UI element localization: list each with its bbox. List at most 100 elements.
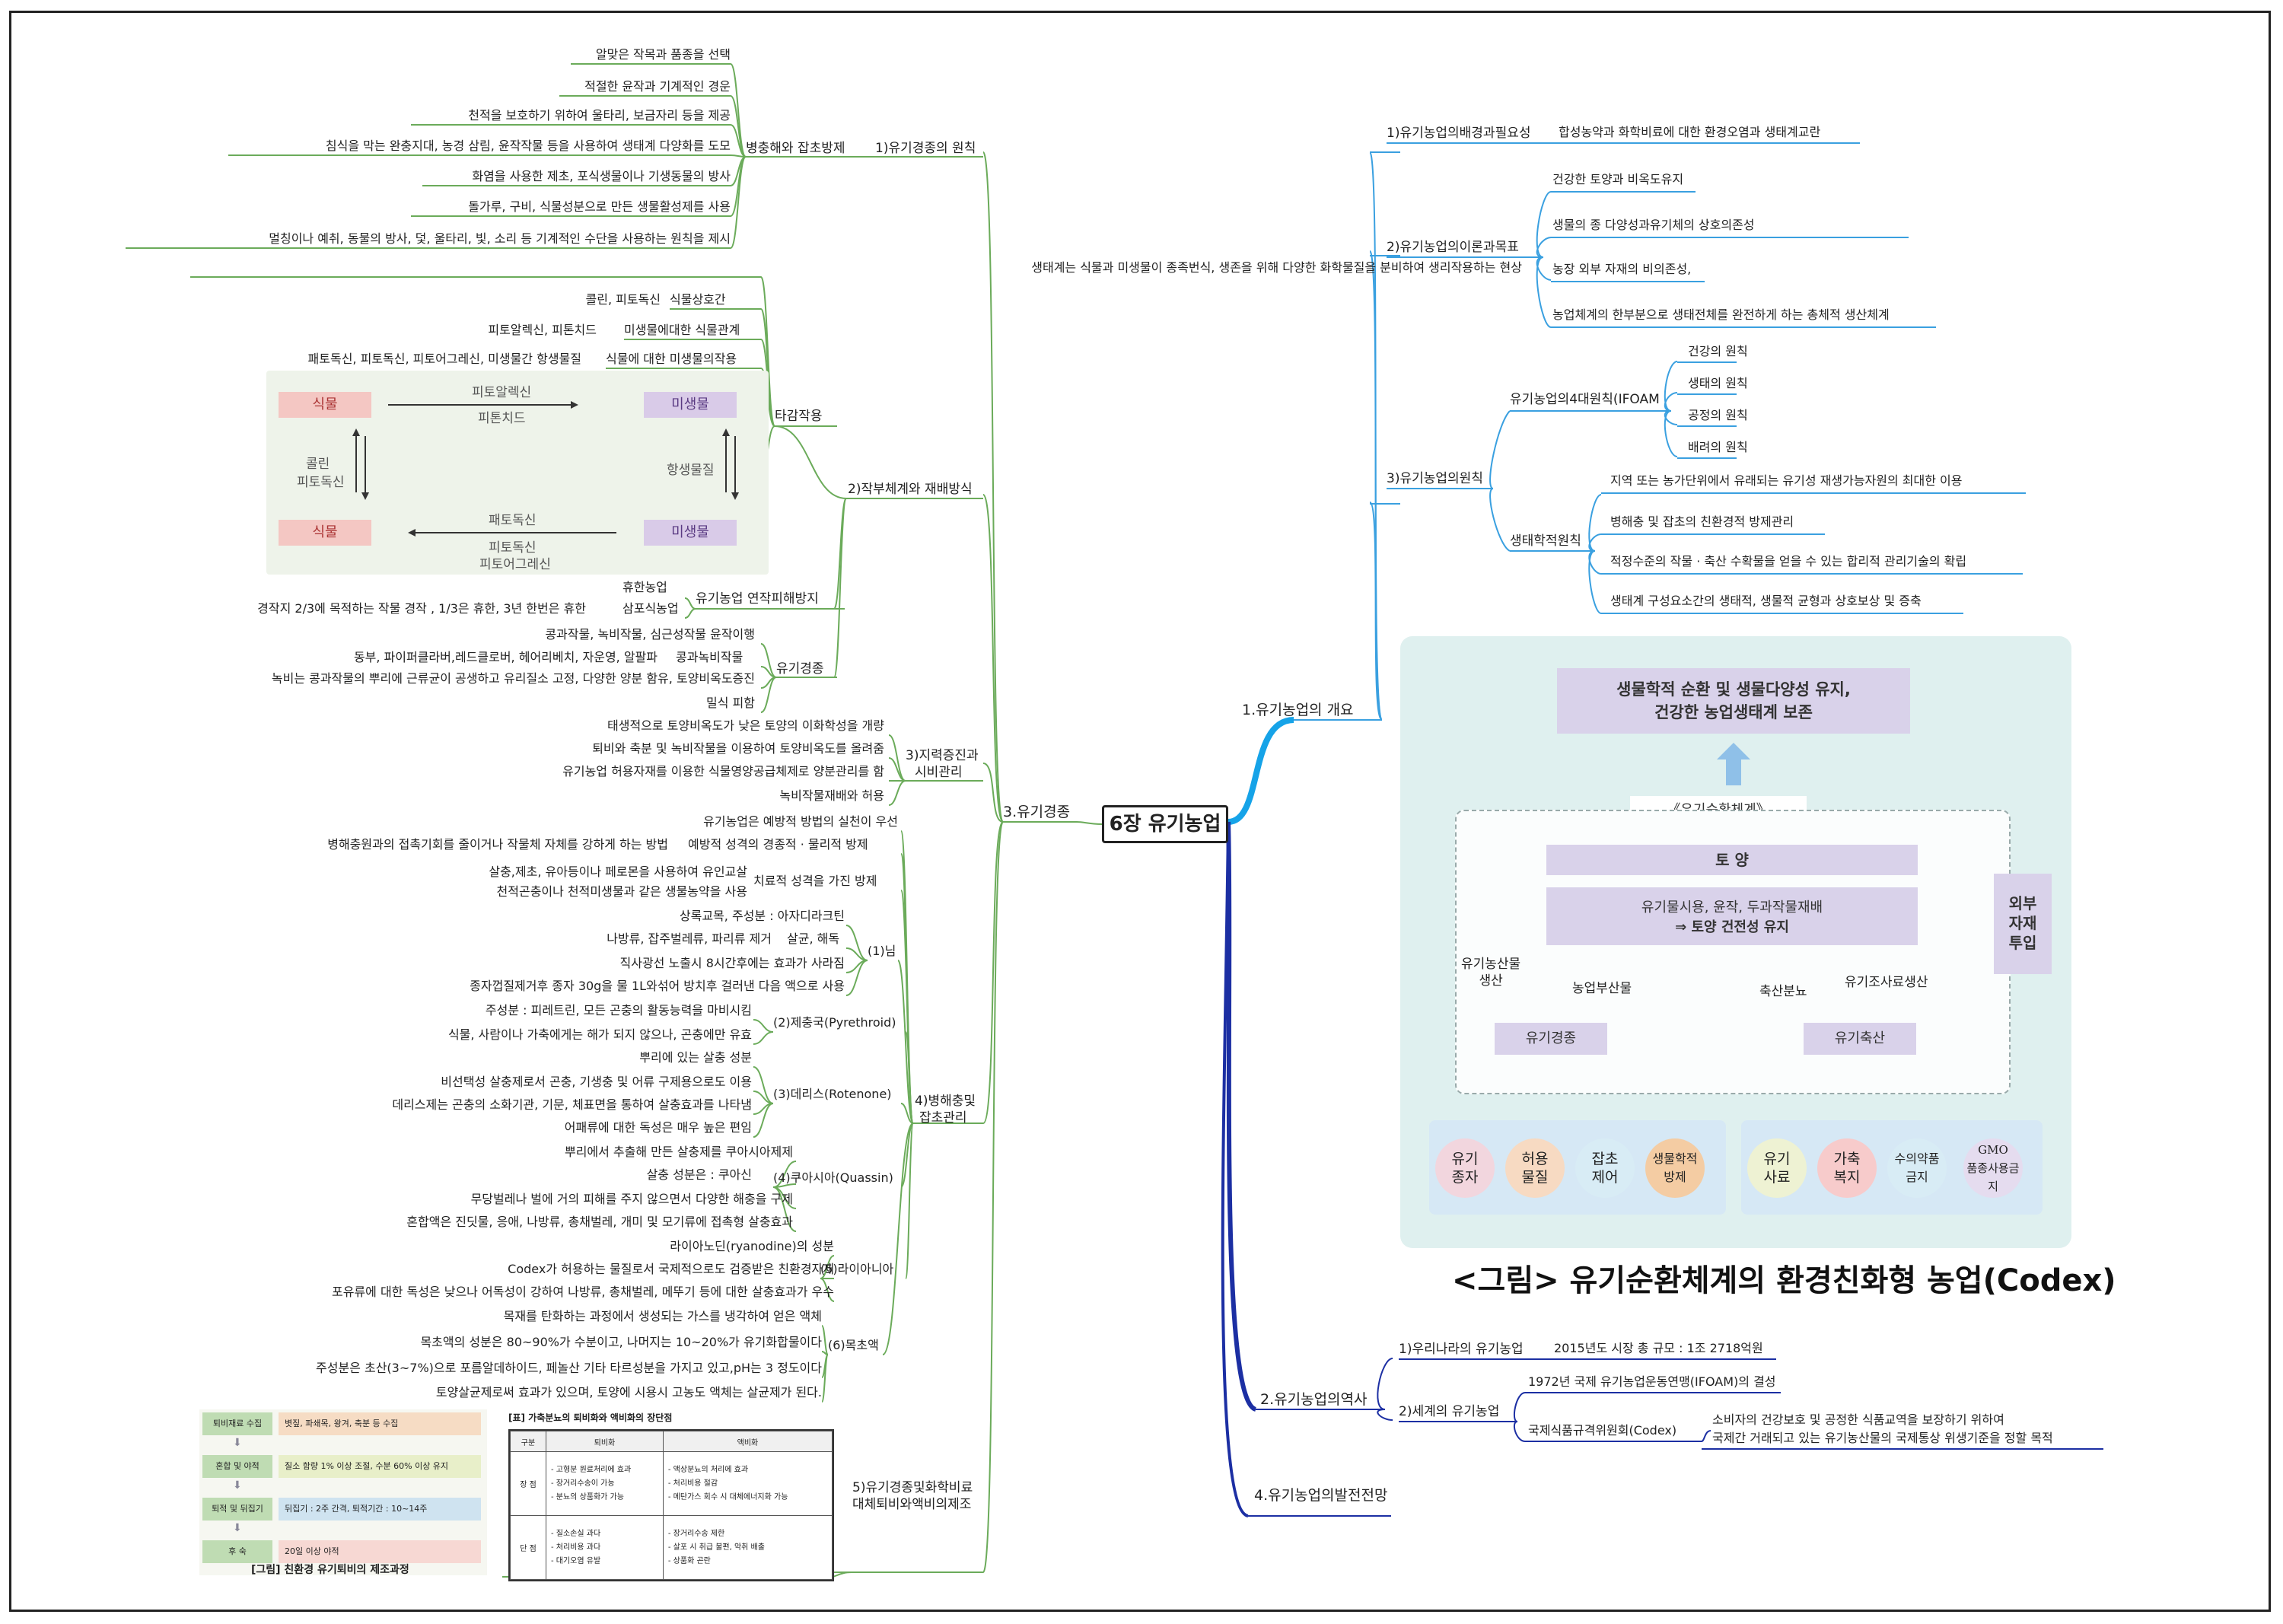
dis-compost-2: - 처리비용 과다: [551, 1543, 601, 1552]
fertility-item-3: 유기농업 허용자재를 이용한 식물영양공급체제로 양분관리를 함: [562, 764, 884, 779]
page-frame: [9, 11, 2271, 1612]
compost-step-1: 퇴비재료 수집: [202, 1412, 272, 1435]
eco-item-2: 병해충 및 잡초의 친환경적 방제관리: [1610, 514, 1794, 529]
node-pest-weed-control[interactable]: 병충해와 잡초방제: [746, 141, 845, 156]
eco-item-4: 생태계 구성요소간의 생태적, 생물적 균형과 상호보상 및 증축: [1610, 594, 1922, 608]
pest-principle-3: 천적을 보호하기 위하여 울타리, 보금자리 등을 제공: [468, 108, 731, 123]
neem-bv: 나방류, 잡주벌레류, 파리류 제거: [607, 931, 772, 946]
avoid-dense: 밀식 피함: [706, 696, 755, 710]
node-continuous-cropping[interactable]: 유기농업 연작피해방지: [696, 591, 819, 607]
allelopathy-diagram: 식물 미생물 식물 미생물 피토알렉신 피톤치드 콜린 피토독신 항생물질 패토…: [266, 371, 769, 575]
pest-principle-5: 화염을 사용한 제초, 포식생물이나 기생동물의 방사: [472, 169, 731, 183]
world-codex[interactable]: 국제식품규격위원회(Codex): [1528, 1423, 1677, 1438]
branch-prospects[interactable]: 4.유기농업의발전전망: [1254, 1487, 1388, 1504]
section-fertilizer-substitute-2: 대체퇴비와액비의제조: [852, 1497, 972, 1512]
wood-c: 주성분은 초산(3~7%)으로 포름알데하이드, 페놀산 기타 타르성분을 가지…: [316, 1361, 822, 1375]
plant-box-top: 식물: [279, 392, 371, 418]
codex-diagram: 생물학적 순환 및 생물다양성 유지, 건강한 농업생태계 보존 《유기순환체계…: [1400, 636, 2071, 1248]
circle-organic-feed: 유기 사료: [1747, 1138, 1807, 1198]
node-theory-goals[interactable]: 2)유기농업의이론과목표: [1387, 240, 1519, 255]
codex-goal: 생물학적 순환 및 생물다양성 유지, 건강한 농업생태계 보존: [1557, 668, 1910, 734]
branch-organic-cultivation[interactable]: 3.유기경종: [1003, 804, 1071, 820]
ifoam-item-4: 배려의 원칙: [1688, 440, 1748, 454]
ifoam-item-1: 건강의 원칙: [1688, 344, 1748, 358]
dis-liquid-1: - 장거리수송 제한: [667, 1529, 725, 1538]
adv-compost-2: - 장거리수송이 가능: [551, 1479, 615, 1488]
wood-b: 목초액의 성분은 80~90%가 수분이고, 나머지는 10~20%가 유기화합…: [420, 1335, 822, 1349]
pest-principle-1: 알맞은 작목과 품종을 선택: [595, 47, 731, 62]
qua-c: 무당벌레나 벌에 거의 피해를 주지 않으면서 다양한 해충을 구제: [470, 1192, 793, 1206]
rotenone-label[interactable]: (3)데리스(Rotenone): [773, 1087, 892, 1101]
node-allelopathy[interactable]: 타감작용: [775, 409, 823, 424]
pest-principle-6: 돌가루, 구비, 식물성분으로 만든 생물활성제를 사용: [468, 199, 731, 214]
compost-caption: [그림] 친환경 유기퇴비의 제조과정: [251, 1564, 409, 1576]
soil-mgmt-line1: 유기물시용, 윤작, 두과작물재배: [1641, 900, 1823, 915]
codex-soil-management: 유기물시용, 윤작, 두과작물재배 ⇒ 토양 건전성 유지: [1546, 887, 1918, 945]
node-ifoam[interactable]: 유기농업의4대원칙(IFOAM: [1510, 392, 1660, 407]
mindmap-root[interactable]: 6장 유기농업: [1102, 805, 1228, 843]
th-category: 구분: [510, 1431, 546, 1452]
microbe-box-top: 미생물: [644, 392, 737, 418]
pest-principle-4: 침식을 막는 완충지대, 농경 삼림, 윤작작물 등을 사용하여 생태계 다양화…: [325, 139, 731, 153]
ifoam-item-2: 생태의 원칙: [1688, 376, 1748, 390]
section-cultivation-principles[interactable]: 1)유기경종의 원칙: [875, 141, 976, 156]
ifoam-item-3: 공정의 원칙: [1688, 408, 1748, 422]
theory-item-2: 생물의 종 다양성과유기체의 상호의존성: [1552, 218, 1755, 232]
neem-label[interactable]: (1)님: [868, 944, 896, 958]
quassin-label[interactable]: (4)쿠아시아(Quassin): [773, 1170, 893, 1185]
green-manure-desc: 녹비는 콩과작물의 뿌리에 근류균이 공생하고 유리질소 고정, 다양한 양분 …: [271, 671, 755, 686]
th-liquid: 액비화: [662, 1431, 833, 1452]
eco-item-3: 적정수준의 작물 · 축산 수확물을 얻을 수 있는 합리적 관리기술의 확립: [1610, 554, 1967, 568]
section-soil-fertility-2: 시비관리: [915, 765, 963, 780]
codex-organic-livestock: 유기축산: [1804, 1023, 1916, 1055]
pyrethroid-label[interactable]: (2)제충국(Pyrethroid): [773, 1015, 896, 1030]
label-choline: 콜린: [306, 457, 330, 472]
neem-d: 종자껍질제거후 종자 30g을 물 1L와섞어 방치후 걸러낸 다음 액으로 사…: [470, 979, 845, 993]
node-background[interactable]: 1)유기농업의배경과필요성: [1387, 126, 1531, 141]
rel-plant-plant-value: 콜린, 피토독신: [585, 292, 661, 307]
circle-no-drugs: 수의약품 금지: [1887, 1138, 1947, 1198]
compost-step-2: 혼합 및 야적: [202, 1455, 272, 1478]
dis-liquid-2: - 살포 시 취급 불편, 악취 배출: [667, 1543, 765, 1552]
section-cropping-system[interactable]: 2)작부체계와 재배방식: [848, 482, 973, 497]
branch-overview[interactable]: 1.유기농업의 개요: [1242, 702, 1354, 718]
codex-forage: 유기조사료생산: [1845, 975, 1928, 990]
compost-arrow-2: ⬇: [233, 1479, 242, 1492]
codex-purpose-1: 소비자의 건강보호 및 공정한 식품교역을 보장하기 위하여: [1712, 1412, 2004, 1427]
circle-bio-control: 생물학적 방제: [1645, 1138, 1705, 1198]
codex-organic-produce: 유기농산물 생산: [1461, 957, 1521, 989]
section-soil-fertility[interactable]: 3)지력증진과: [906, 748, 979, 763]
wood-vinegar-label[interactable]: (6)목초액: [828, 1338, 879, 1352]
compost-step-3: 퇴적 및 뒤집기: [202, 1498, 272, 1521]
node-organic-crop[interactable]: 유기경종: [776, 661, 824, 677]
node-eco-principles[interactable]: 생태학적원칙: [1510, 533, 1581, 549]
curative-control: 치료적 성격을 가진 방제: [753, 874, 877, 888]
ryania-label[interactable]: (5)라이아니아: [820, 1262, 894, 1276]
crop-rotation: 콩과작물, 녹비작물, 심근성작물 윤작이행: [545, 627, 755, 642]
label-phytotoxin-left: 피토독신: [297, 475, 345, 490]
rot-b: 비선택성 살충제로서 곤충, 기생충 및 어류 구제용으로도 이용: [441, 1075, 752, 1089]
branch-history[interactable]: 2.유기농업의역사: [1260, 1391, 1368, 1408]
label-phytoaggressin: 피토어그레신: [479, 557, 551, 572]
th-compost: 퇴비화: [546, 1431, 664, 1452]
rya-b: Codex가 허용하는 물질로서 국제적으로도 검증받은 친환경자재: [508, 1262, 834, 1276]
world-ifoam: 1972년 국제 유기농업운동연맹(IFOAM)의 결성: [1528, 1374, 1776, 1389]
node-world[interactable]: 2)세계의 유기농업: [1399, 1404, 1500, 1419]
korea-market-size: 2015년도 시장 총 규모 : 1조 2718억원: [1554, 1341, 1763, 1355]
codex-manure: 축산분뇨: [1759, 984, 1807, 999]
codex-soil: 토 양: [1546, 845, 1918, 875]
section-pest-management[interactable]: 4)병해충및: [915, 1094, 976, 1109]
node-korea[interactable]: 1)우리나라의 유기농업: [1399, 1342, 1524, 1357]
rel-plant-microbe-value: 피토알렉신, 피톤치드: [488, 323, 597, 337]
allelopathy-arrows: [352, 401, 739, 537]
qua-a: 뿌리에서 추출해 만든 살충제를 쿠아시아제제: [564, 1145, 793, 1159]
adv-compost-3: - 분뇨의 상품화가 가능: [551, 1492, 624, 1501]
node-principles[interactable]: 3)유기농업의원칙: [1387, 471, 1483, 486]
compost-step-4: 후 숙: [202, 1540, 272, 1563]
circle-animal-welfare: 가축 복지: [1817, 1138, 1877, 1198]
row-disadvantages: 단 점: [510, 1515, 546, 1580]
legume-green-list: 동부, 파이퍼클라버,레드클로버, 헤어리베치, 자운영, 알팔파: [353, 650, 658, 664]
section-fertilizer-substitute[interactable]: 5)유기경종및화학비료: [852, 1480, 973, 1495]
compost-step-desc-1: 볏짚, 파쇄목, 왕겨, 축분 등 수집: [279, 1412, 481, 1435]
